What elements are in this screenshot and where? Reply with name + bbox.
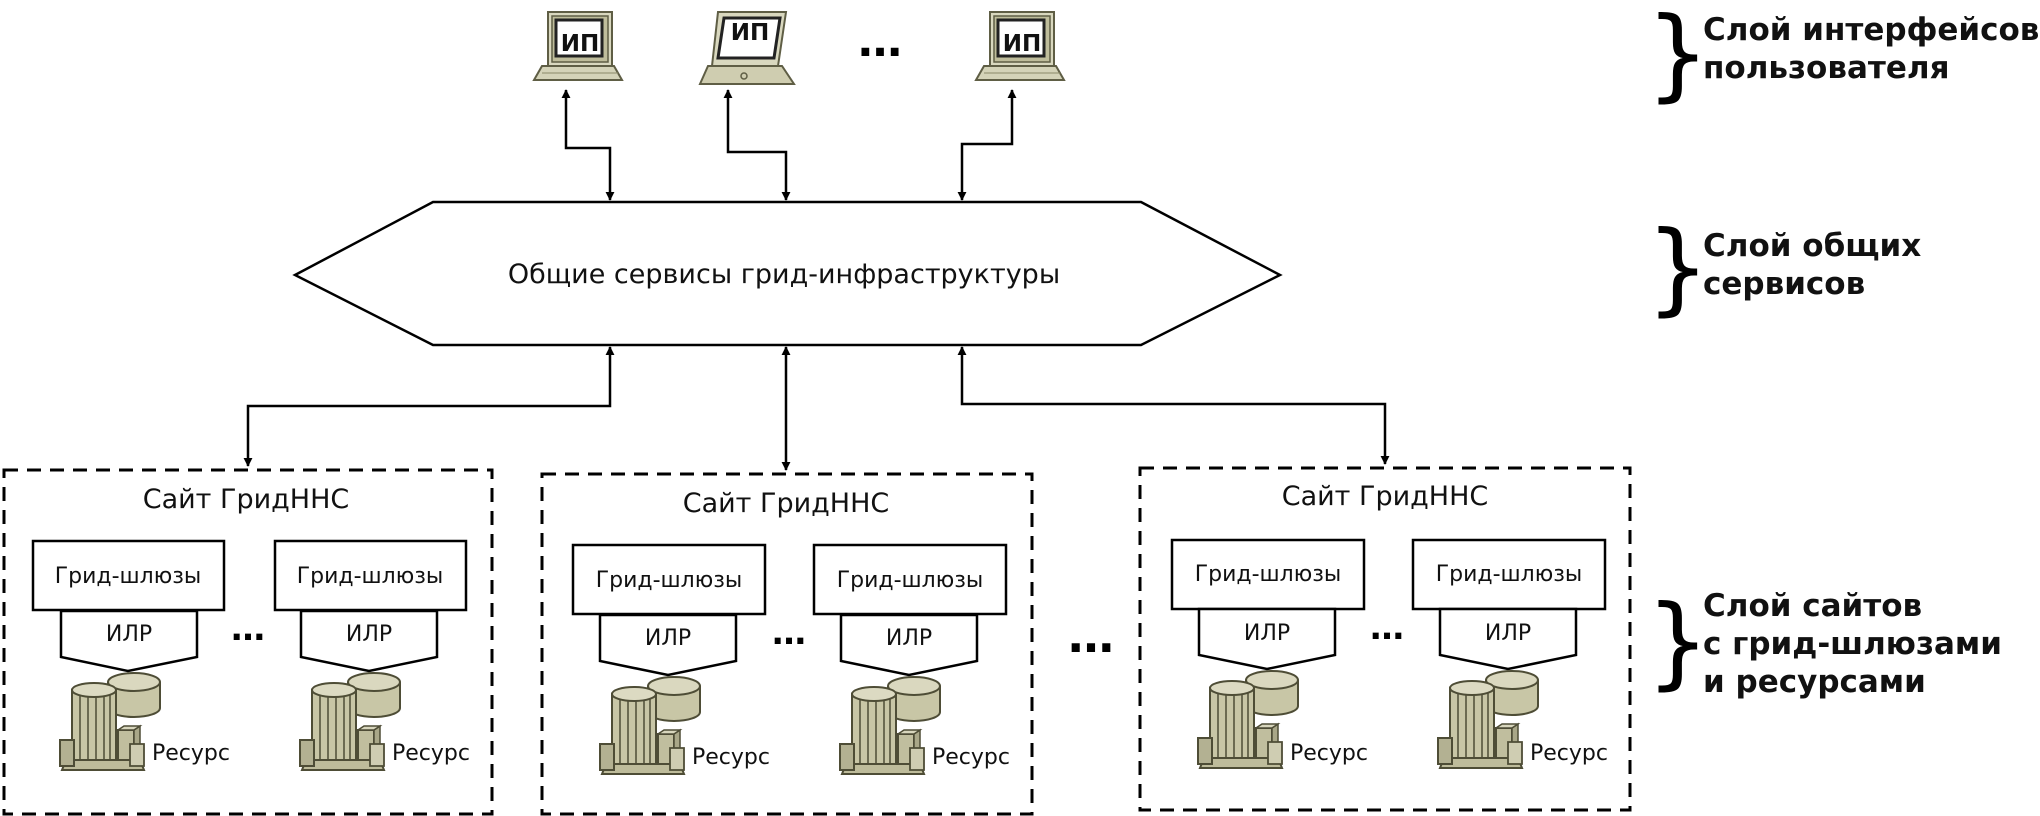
site-3: Сайт ГридННС Грид-шлюзы ИЛР Ресурс … Гри… xyxy=(1138,466,1632,812)
user-terminal-3: ИП xyxy=(974,10,1066,82)
layer-user-line-1: Слой интерфейсов xyxy=(1703,12,2039,48)
site-2: Сайт ГридННС Грид-шлюзы ИЛР Ресурс … Гри… xyxy=(540,472,1034,816)
user-terminal-2: ИП xyxy=(698,10,796,86)
site-ellipsis: … xyxy=(772,613,806,653)
resource-label: Ресурс xyxy=(932,745,1010,770)
ilr-label: ИЛР xyxy=(645,626,691,651)
gateway-group: Грид-шлюзы ИЛР Ресурс xyxy=(1170,538,1368,769)
terminal-connectors xyxy=(561,89,1017,201)
brace-icon: } xyxy=(1646,0,1710,112)
terminal-label: ИП xyxy=(1003,31,1042,57)
site-connectors xyxy=(243,346,1390,471)
hub-label: Общие сервисы грид-инфраструктуры xyxy=(508,259,1060,290)
gateway-label: Грид-шлюзы xyxy=(1436,562,1583,587)
site-ellipsis: … xyxy=(1370,608,1404,648)
gateway-label: Грид-шлюзы xyxy=(55,564,202,589)
site-1: Сайт ГридННС Грид-шлюзы ИЛР Ресурс … Гри… xyxy=(2,468,494,816)
ilr-label: ИЛР xyxy=(886,626,932,651)
ilr-label: ИЛР xyxy=(346,622,392,647)
sites-ellipsis: … xyxy=(1068,609,1114,663)
gateway-group: Грид-шлюзы ИЛР Ресурс xyxy=(1411,538,1608,769)
terminal-label: ИП xyxy=(731,20,770,46)
brace-icon: } xyxy=(1646,583,1710,700)
gateway-group: Грид-шлюзы ИЛР Ресурс xyxy=(273,539,470,771)
user-terminal-1: ИП xyxy=(532,10,624,82)
resource-label: Ресурс xyxy=(392,741,470,766)
layer-label-user: } Слой интерфейсов пользователя xyxy=(1646,0,2039,112)
layer-services-line-2: сервисов xyxy=(1703,266,1865,302)
layer-label-sites: } Слой сайтов с грид-шлюзами и ресурсами xyxy=(1646,583,2002,700)
gateway-label: Грид-шлюзы xyxy=(297,564,444,589)
resource-label: Ресурс xyxy=(152,741,230,766)
gateway-group: Грид-шлюзы ИЛР Ресурс xyxy=(31,539,230,771)
gateway-label: Грид-шлюзы xyxy=(837,568,984,593)
layer-user-line-2: пользователя xyxy=(1703,50,1949,86)
terminals-ellipsis: … xyxy=(858,16,902,67)
arrow-site-1 xyxy=(243,346,615,467)
resource-label: Ресурс xyxy=(692,745,770,770)
site-ellipsis: … xyxy=(231,609,265,649)
arrow-site-3 xyxy=(957,346,1390,465)
resource-label: Ресурс xyxy=(1530,741,1608,766)
site-title: Сайт ГридННС xyxy=(1282,481,1489,512)
gateway-group: Грид-шлюзы ИЛР Ресурс xyxy=(571,543,770,775)
common-services-hub: Общие сервисы грид-инфраструктуры xyxy=(292,200,1283,347)
terminal-label: ИП xyxy=(561,31,600,57)
brace-icon: } xyxy=(1646,209,1710,326)
site-title: Сайт ГридННС xyxy=(683,488,890,519)
layer-sites-line-1: Слой сайтов xyxy=(1703,588,1922,624)
ilr-label: ИЛР xyxy=(1485,621,1531,646)
arrow-terminal-1 xyxy=(561,89,615,201)
site-title: Сайт ГридННС xyxy=(143,484,350,515)
layer-sites-line-2: с грид-шлюзами xyxy=(1703,626,2002,662)
gateway-label: Грид-шлюзы xyxy=(596,568,743,593)
arrow-terminal-2 xyxy=(723,89,791,201)
layer-services-line-1: Слой общих xyxy=(1703,228,1921,264)
gateway-group: Грид-шлюзы ИЛР Ресурс xyxy=(812,543,1010,775)
resource-label: Ресурс xyxy=(1290,741,1368,766)
gateway-label: Грид-шлюзы xyxy=(1195,562,1342,587)
ilr-label: ИЛР xyxy=(1244,621,1290,646)
layer-label-services: } Слой общих сервисов xyxy=(1646,209,1921,326)
arrow-terminal-3 xyxy=(957,89,1017,201)
ilr-label: ИЛР xyxy=(106,622,152,647)
layer-sites-line-3: и ресурсами xyxy=(1703,664,1926,700)
